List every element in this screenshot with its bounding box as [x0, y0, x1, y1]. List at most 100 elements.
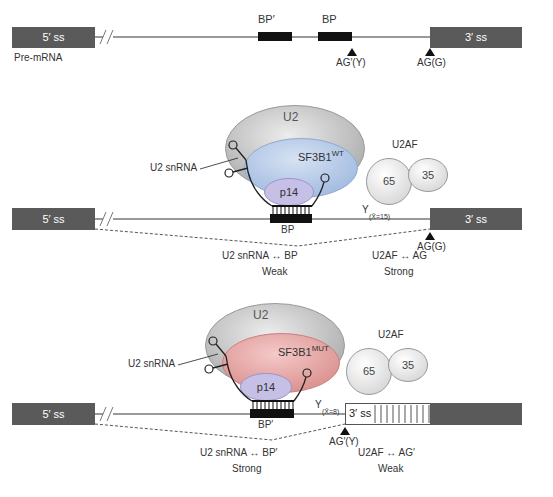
text-label: AG′(Y) [336, 58, 366, 68]
text-label: U2AF [392, 140, 418, 150]
text-label: Weak [262, 267, 287, 277]
stripe-line [417, 405, 418, 423]
node-text-group: p14 [264, 178, 314, 206]
node-text-group: 5′ ss [12, 403, 95, 425]
snrna-strand [246, 160, 272, 206]
node-label: 65 [383, 176, 395, 187]
text-label: U2AF [378, 330, 404, 340]
text-label: Strong [384, 267, 413, 277]
node-outline [345, 403, 522, 425]
u2-snrnp: U2SF3B1MUTp14 [205, 303, 345, 388]
node-text-group: 35 [388, 348, 428, 382]
intron-line [95, 413, 345, 415]
break-mark [100, 30, 113, 44]
leader-line [178, 354, 218, 365]
snrna-loop [321, 174, 329, 182]
branch-point-bar [250, 409, 294, 418]
snrna-loop [229, 141, 237, 149]
exon-fill [430, 403, 522, 425]
sf3b1-protein: SF3B1WT p14 [244, 138, 358, 198]
node-text-group: 5′ ss [12, 208, 95, 230]
snrna-loop [303, 369, 311, 377]
text-label: U2 snRNA ↔ BP [222, 251, 298, 261]
node-label: p14 [280, 187, 298, 198]
node-text-group: SF3B1WT [298, 150, 344, 163]
splice-connector [95, 229, 430, 246]
node-label: 3′ ss [465, 214, 487, 225]
node-label: 35 [422, 170, 434, 181]
exon-extension [346, 404, 431, 425]
node-label: 35 [402, 360, 414, 371]
text-label: U2 snRNA [150, 163, 197, 173]
stripe-line [423, 405, 424, 423]
node-label: 5′ ss [42, 409, 64, 420]
base-pair-ticks [273, 206, 309, 214]
snrna-pairing-strand [252, 400, 294, 402]
node-text-group: 3′ ss [430, 27, 522, 48]
node-label: U2 [253, 308, 268, 322]
snrna-stem [213, 344, 306, 401]
node-label: 3′ ss [465, 32, 487, 43]
node-text-group: 65 [346, 348, 392, 395]
stripe-line [381, 405, 382, 423]
node-label: SF3B1 [278, 346, 312, 358]
exon-box: 5′ ss [12, 27, 95, 48]
u2-snrnp: U2SF3B1WTp14 [225, 105, 365, 192]
u2af65-protein: 65 [366, 158, 412, 205]
splice-connector [95, 424, 345, 440]
stripe-line [399, 405, 400, 423]
node-label: p14 [257, 382, 275, 393]
node-ellipse [367, 159, 412, 205]
stripe-line [405, 405, 406, 423]
branch-point-bar [270, 214, 312, 223]
stripe-line [393, 405, 394, 423]
text-label: AG(G) [417, 58, 446, 68]
u2af35-protein: 35 [388, 348, 428, 382]
ag-marker [340, 427, 350, 435]
exon-box: 3′ ss [430, 208, 522, 230]
p14-protein: p14 [264, 178, 314, 206]
text-label: U2AF ↔ AG [372, 251, 427, 261]
node-label: 5′ ss [42, 32, 64, 43]
node-ellipse [389, 349, 428, 382]
node-label: 3′ ss [349, 407, 371, 419]
ag-marker [425, 232, 435, 240]
text-label: BP [281, 225, 294, 235]
exon-box: 5′ ss [12, 403, 95, 425]
node-text-group: 65 [366, 158, 412, 205]
text-label: Y [362, 205, 369, 215]
text-label: Y [315, 400, 322, 410]
branch-point-bar [258, 32, 292, 41]
node-text-group: p14 [240, 373, 292, 401]
text-label: BP [322, 14, 337, 25]
snrna-loop [225, 169, 233, 177]
node-text-group: SF3B1MUT [278, 345, 329, 358]
node-label: 5′ ss [42, 214, 64, 225]
snrna-loop [209, 337, 217, 345]
node-label: U2 [283, 110, 298, 124]
break-mark [100, 212, 113, 226]
leader-line [200, 158, 238, 169]
superscript-label: MUT [312, 344, 329, 353]
stripe-line [411, 405, 412, 423]
text-label: BP′ [258, 14, 275, 25]
p14-protein: p14 [240, 373, 292, 401]
node-label: 65 [363, 366, 375, 377]
text-label: Strong [232, 464, 261, 474]
node-ellipse [241, 374, 292, 401]
stripe-line [387, 405, 388, 423]
snrna-strand [226, 356, 252, 401]
stripe-line [375, 405, 376, 423]
exon-box: 5′ ss [12, 208, 95, 230]
text-label: (X̄=15) [369, 213, 390, 220]
sf3b1-protein: SF3B1MUT p14 [222, 333, 340, 393]
superscript-label: WT [332, 149, 344, 158]
node-text-group: 3′ ss [349, 408, 371, 419]
node-text-group: U2 [283, 111, 298, 123]
node-text-group: 3′ ss [430, 208, 522, 230]
